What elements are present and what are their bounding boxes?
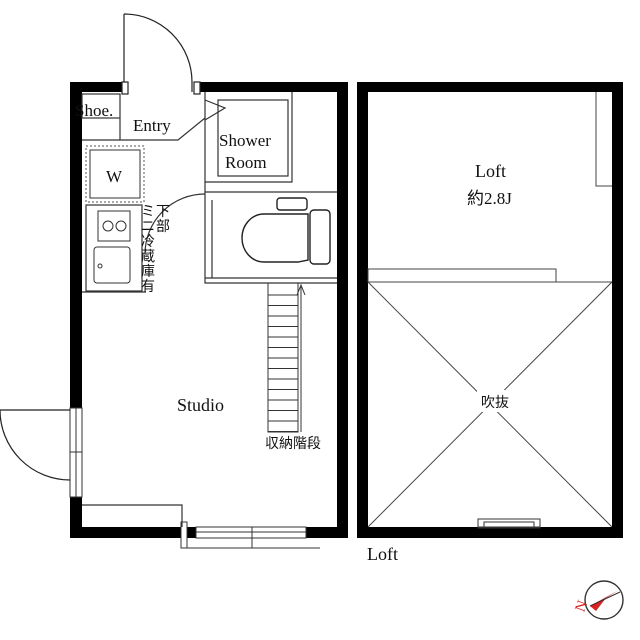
- entry-label: Entry: [133, 116, 171, 135]
- loft-title: Loft: [475, 161, 506, 181]
- fridge-note-char: ニ: [141, 219, 155, 235]
- loft-interior: [367, 92, 613, 528]
- interior-partitions: [81, 92, 337, 527]
- compass-north-letter: N: [573, 598, 592, 614]
- loft-wall-right: [612, 82, 623, 538]
- fridge-note-char: 有: [141, 279, 155, 295]
- shower-label-line2: Room: [225, 153, 267, 172]
- washer-label: W: [106, 167, 123, 186]
- toilet-icon: [241, 197, 331, 265]
- fridge-note-char: ミ: [141, 204, 155, 220]
- studio-wall-left-lower: [70, 497, 82, 538]
- studio-window-bottom: [180, 521, 320, 549]
- north-compass-icon: N: [573, 580, 624, 620]
- studio-wall-right: [337, 82, 348, 538]
- storage-stairs-label: 収納階段: [265, 436, 321, 452]
- loft-wall-bottom: [357, 527, 623, 538]
- storage-stairs: [267, 282, 306, 433]
- stove-icon: [97, 210, 131, 242]
- fridge-note-char: 冷: [141, 234, 155, 250]
- fridge-note-char: 庫: [141, 263, 155, 280]
- loft-window: [477, 518, 541, 529]
- studio-label: Studio: [177, 395, 224, 415]
- balcony-door: [0, 409, 71, 481]
- studio-wall-left-upper: [70, 82, 82, 408]
- loft-wall-top: [357, 82, 623, 92]
- fridge-note-char: 蔵: [141, 249, 155, 265]
- void-label: 吹抜: [481, 395, 509, 411]
- studio-wall-top-left: [70, 82, 122, 92]
- washer-space: [85, 145, 145, 203]
- studio-window-left: [69, 407, 83, 498]
- loft-size: 約2.8J: [467, 189, 512, 208]
- stair-arrow-head: [296, 283, 306, 296]
- sink-icon: [93, 246, 131, 284]
- entry-door: [121, 13, 201, 95]
- shower-label-line1: Shower: [219, 131, 271, 150]
- loft-wall-left: [357, 82, 368, 538]
- fridge-note-char: 下: [156, 204, 170, 220]
- fridge-note-char: 部: [156, 219, 170, 235]
- loft-unit: Loft 約2.8J 吹抜: [357, 82, 623, 538]
- studio-wall-top-right: [200, 82, 348, 92]
- shoe-label: Shoe.: [75, 101, 113, 120]
- loft-caption: Loft: [367, 544, 398, 564]
